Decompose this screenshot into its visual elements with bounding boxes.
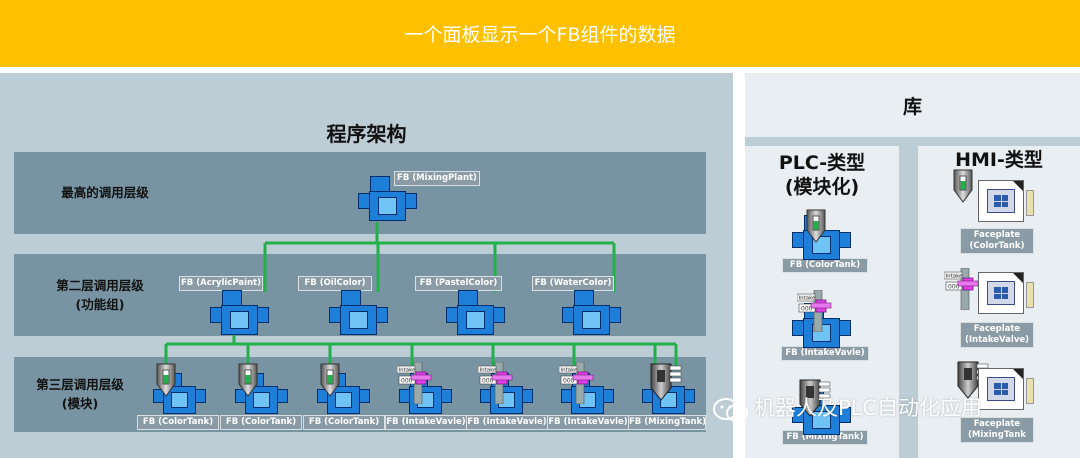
hmi-lib-label-mixing-tank: Faceplate (MixingTank — [960, 417, 1034, 443]
hmi-types-title: HMI-类型 — [955, 149, 1043, 171]
program-architecture-title: 程序架构 — [326, 122, 407, 146]
fb-label-oil-color: FB (OilColor) — [298, 276, 372, 291]
header-banner: 一个面板显示一个FB组件的数据 — [0, 0, 1080, 67]
fb-label-acrylic-paint: FB (AcrylicPaint) — [179, 276, 263, 291]
hierarchy-connectors — [164, 222, 678, 370]
fb-label-pastel-color: FB (PastelColor) — [415, 276, 502, 291]
fb-label-color-tank-1: FB (ColorTank) — [137, 415, 219, 430]
watermark-text: 机器人及PLC自动化应用 — [754, 396, 983, 420]
fb-label-mixing-tank: FB (MixingTank) — [628, 415, 706, 430]
hmi-lib-label-color-tank: Faceplate (ColorTank) — [960, 228, 1034, 254]
plc-lib-label-color-tank: FB (ColorTank) — [782, 258, 868, 273]
fb-label: FB (MixingPlant) — [394, 171, 480, 186]
plc-lib-label-intake-valve: FB (IntakeVavle) — [781, 346, 869, 361]
fb-label-intake-valve-1: FB (IntakeVavle) — [385, 415, 467, 430]
fb-label-color-tank-3: FB (ColorTank) — [303, 415, 385, 430]
level-1-band: 最高的调用层级 — [14, 152, 706, 234]
hmi-lib-label-intake-valve: Faceplate (IntakeValve) — [960, 322, 1034, 348]
fb-label-color-tank-2: FB (ColorTank) — [220, 415, 302, 430]
header-title: 一个面板显示一个FB组件的数据 — [404, 24, 676, 46]
fb-label-intake-valve-2: FB (IntakeVavle) — [466, 415, 548, 430]
level-1-label: 最高的调用层级 — [61, 185, 149, 200]
plc-types-title: PLC-类型 (模块化) — [778, 152, 866, 198]
level-3-label: 第三层调用层级 (模块) — [36, 377, 124, 411]
plc-lib-label-mixing-tank: FB (MixingTank) — [782, 430, 868, 445]
wechat-icon — [713, 398, 748, 422]
fb-label-water-color: FB (WaterColor) — [532, 276, 614, 291]
fb-label-intake-valve-3: FB (IntakeVavle) — [547, 415, 629, 430]
library-title: 库 — [745, 73, 1080, 137]
level-2-label: 第二层调用层级 (功能组) — [56, 278, 144, 312]
